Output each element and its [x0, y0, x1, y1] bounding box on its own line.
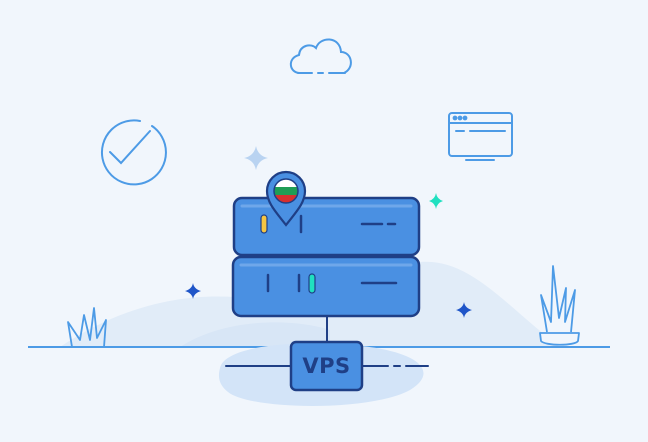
server-unit-bottom — [231, 255, 421, 318]
location-pin-icon — [265, 170, 307, 227]
grass-plant-left — [67, 307, 107, 348]
sparkle-icon — [185, 146, 472, 318]
plant-icon — [539, 265, 580, 346]
vps-badge-box — [289, 340, 364, 392]
bulgaria-flag-icon — [273, 178, 299, 204]
status-led-yellow — [260, 214, 268, 234]
checkmark-circle-icon — [100, 119, 167, 186]
server-unit-top — [232, 196, 421, 257]
browser-window-icon — [448, 112, 513, 161]
status-led-teal — [308, 273, 316, 294]
cloud-icon — [289, 38, 352, 74]
server-cable — [225, 315, 429, 367]
